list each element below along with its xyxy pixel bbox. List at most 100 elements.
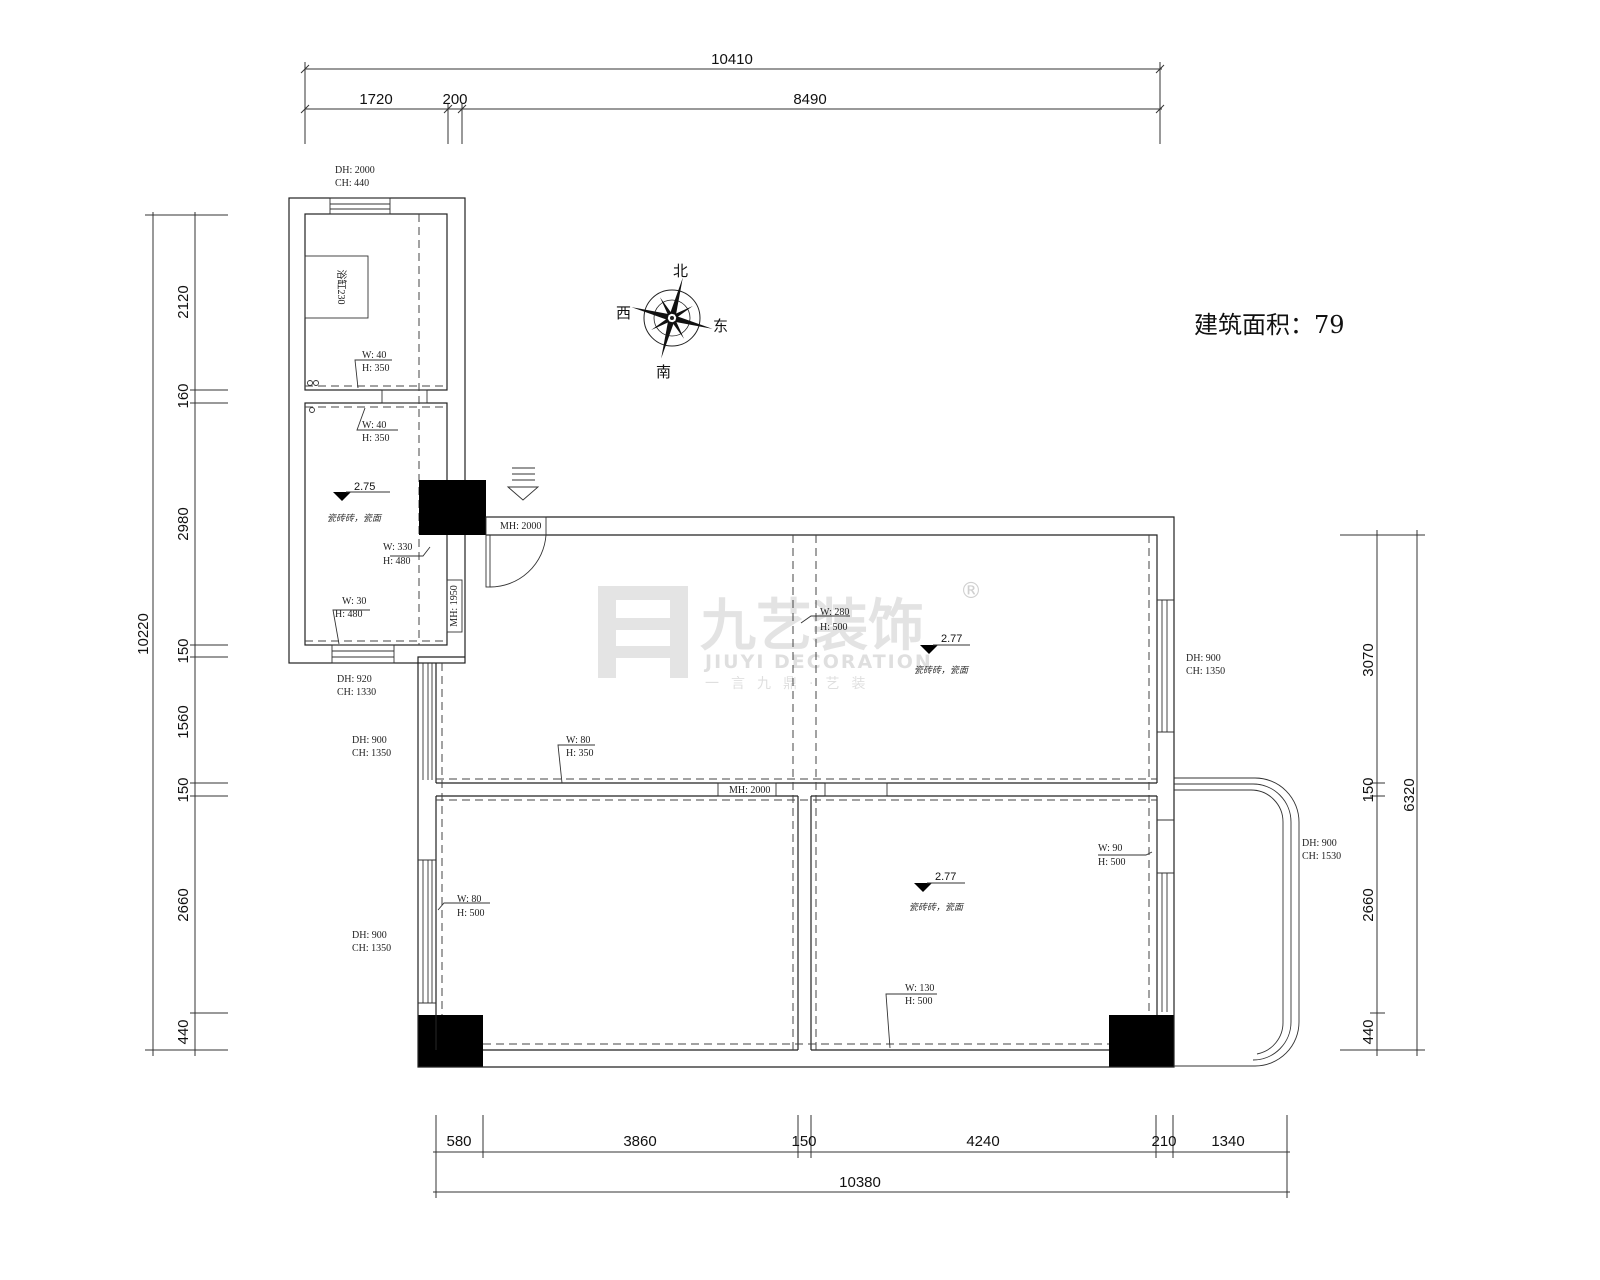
hall-door-label: MH: 2000 bbox=[729, 785, 770, 796]
dim-right-seg-2: 150 bbox=[1360, 777, 1377, 802]
kitchen-window-dh: DH: 920 bbox=[337, 674, 372, 685]
note-bedroom2-w90: W: 90 H: 500 bbox=[1098, 843, 1153, 868]
svg-text:W: 80: W: 80 bbox=[457, 894, 481, 905]
right-window-lower bbox=[1157, 819, 1174, 1012]
dim-left-seg-1: 2120 bbox=[175, 285, 192, 318]
svg-text:W: 80: W: 80 bbox=[566, 735, 590, 746]
compass-south: 南 bbox=[656, 363, 671, 381]
svg-text:W: 280: W: 280 bbox=[820, 607, 849, 618]
dim-bottom-seg-2: 3860 bbox=[623, 1133, 656, 1150]
structural-column bbox=[419, 480, 486, 535]
hall-door[interactable] bbox=[717, 782, 777, 797]
compass-icon bbox=[631, 277, 713, 359]
dim-top-seg-1: 1720 bbox=[359, 91, 392, 108]
dim-top-seg-2: 200 bbox=[442, 91, 467, 108]
svg-text:H: 350: H: 350 bbox=[362, 433, 390, 444]
note-kitchen-w30: W: 30 H: 480 bbox=[332, 596, 370, 645]
dim-top-total: 10410 bbox=[711, 51, 753, 68]
left-wing-walls bbox=[288, 197, 466, 664]
svg-text:H: 500: H: 500 bbox=[820, 622, 848, 633]
left-window-lower-dh: DH: 900 bbox=[352, 930, 387, 941]
structural-column bbox=[418, 1015, 483, 1067]
svg-text:H: 480: H: 480 bbox=[383, 556, 411, 567]
bath-window-ch: CH: 440 bbox=[335, 178, 369, 189]
svg-text:2.75: 2.75 bbox=[354, 481, 375, 493]
balcony-window-ch: CH: 1530 bbox=[1302, 851, 1341, 862]
left-dimensions: 10220 2120 160 2980 150 1560 150 2660 44… bbox=[135, 212, 228, 1056]
dim-bottom-seg-3: 150 bbox=[791, 1133, 816, 1150]
bottom-dimensions: 580 3860 150 4240 210 1340 10380 bbox=[433, 1115, 1290, 1198]
note-hall-w80: W: 80 H: 350 bbox=[557, 735, 595, 784]
dim-left-seg-4: 150 bbox=[175, 638, 192, 663]
dim-bottom-seg-6: 1340 bbox=[1211, 1133, 1244, 1150]
dim-top-seg-3: 8490 bbox=[793, 91, 826, 108]
compass-west: 西 bbox=[616, 304, 631, 322]
svg-text:W: 40: W: 40 bbox=[362, 420, 386, 431]
kitchen-level-marker: 2.75 瓷砖砖，瓷面 bbox=[327, 481, 390, 524]
left-window-lower bbox=[418, 859, 436, 1004]
top-dimensions: 10410 1720 200 8490 bbox=[300, 51, 1165, 144]
svg-text:W: 330: W: 330 bbox=[383, 542, 412, 553]
level-triangle-icon bbox=[914, 883, 932, 892]
living-level-marker: 2.77 瓷砖砖，瓷面 bbox=[914, 633, 970, 676]
drain-icon bbox=[313, 380, 319, 386]
svg-text:H: 480: H: 480 bbox=[335, 609, 363, 620]
watermark-brand-en: JIUYI DECORATION bbox=[703, 651, 933, 673]
right-window-dh: DH: 900 bbox=[1186, 653, 1221, 664]
watermark-brand-cn: 九艺装饰 bbox=[700, 594, 924, 659]
compass-east: 东 bbox=[713, 317, 728, 335]
dim-right-seg-1: 3070 bbox=[1360, 643, 1377, 676]
svg-text:2.77: 2.77 bbox=[935, 871, 956, 883]
dim-left-seg-2: 160 bbox=[175, 383, 192, 408]
dim-left-seg-5: 1560 bbox=[175, 705, 192, 738]
note-bedroom2-w130: W: 130 H: 500 bbox=[885, 983, 937, 1049]
dim-right-total: 6320 bbox=[1401, 778, 1418, 811]
level-triangle-icon bbox=[333, 492, 351, 501]
registered-mark: ® bbox=[960, 579, 982, 604]
entry-door-label: MH: 2000 bbox=[500, 521, 541, 532]
note-kitchen-w330: W: 330 H: 480 bbox=[383, 542, 431, 567]
left-window-upper-dh: DH: 900 bbox=[352, 735, 387, 746]
door-mh1950-label: MH: 1950 bbox=[449, 585, 460, 626]
building-area-label: 建筑面积：79 bbox=[1194, 311, 1345, 339]
note-bath-w40: W: 40 H: 350 bbox=[354, 350, 392, 389]
svg-text:H: 350: H: 350 bbox=[362, 363, 390, 374]
dim-left-seg-8: 440 bbox=[175, 1019, 192, 1044]
note-kitchen-w40: W: 40 H: 350 bbox=[356, 407, 398, 444]
right-window-ch: CH: 1350 bbox=[1186, 666, 1225, 677]
dim-left-total: 10220 bbox=[135, 613, 152, 655]
svg-text:H: 500: H: 500 bbox=[457, 908, 485, 919]
balcony bbox=[1174, 777, 1300, 1067]
left-window-upper-ch: CH: 1350 bbox=[352, 748, 391, 759]
drain-icon bbox=[309, 407, 315, 413]
svg-text:W: 130: W: 130 bbox=[905, 983, 934, 994]
dim-bottom-seg-4: 4240 bbox=[966, 1133, 999, 1150]
kitchen-window-ch: CH: 1330 bbox=[337, 687, 376, 698]
bathtub-label: 浴缸230 bbox=[335, 270, 348, 305]
entry-door[interactable]: MH: 2000 bbox=[485, 516, 547, 588]
brand-logo-icon bbox=[598, 586, 688, 678]
bathtub: 浴缸230 bbox=[304, 255, 369, 319]
dim-left-seg-3: 2980 bbox=[175, 507, 192, 540]
right-dimensions: 3070 150 2660 440 6320 bbox=[1340, 530, 1425, 1056]
balcony-window-dh: DH: 900 bbox=[1302, 838, 1337, 849]
door-swing-icon bbox=[489, 534, 547, 588]
svg-text:W: 40: W: 40 bbox=[362, 350, 386, 361]
dim-left-seg-7: 2660 bbox=[175, 888, 192, 921]
svg-text:W: 90: W: 90 bbox=[1098, 843, 1122, 854]
kitchen-floor-note: 瓷砖砖，瓷面 bbox=[327, 513, 383, 524]
bedroom2-floor-note: 瓷砖砖，瓷面 bbox=[909, 902, 965, 913]
bedroom2-level-marker: 2.77 瓷砖砖，瓷面 bbox=[909, 871, 965, 913]
svg-text:W: 30: W: 30 bbox=[342, 596, 366, 607]
dim-right-seg-3: 2660 bbox=[1360, 888, 1377, 921]
compass-north: 北 bbox=[673, 262, 688, 280]
svg-text:H: 500: H: 500 bbox=[905, 996, 933, 1007]
left-window-lower-ch: CH: 1350 bbox=[352, 943, 391, 954]
living-floor-note: 瓷砖砖，瓷面 bbox=[914, 665, 970, 676]
drain-icon bbox=[307, 380, 313, 386]
main-walls bbox=[417, 516, 1175, 1068]
dim-left-seg-6: 150 bbox=[175, 777, 192, 802]
hall-door-2[interactable] bbox=[824, 782, 888, 797]
watermark: 九艺装饰 ® JIUYI DECORATION 一言九鼎·艺装 bbox=[598, 579, 982, 692]
